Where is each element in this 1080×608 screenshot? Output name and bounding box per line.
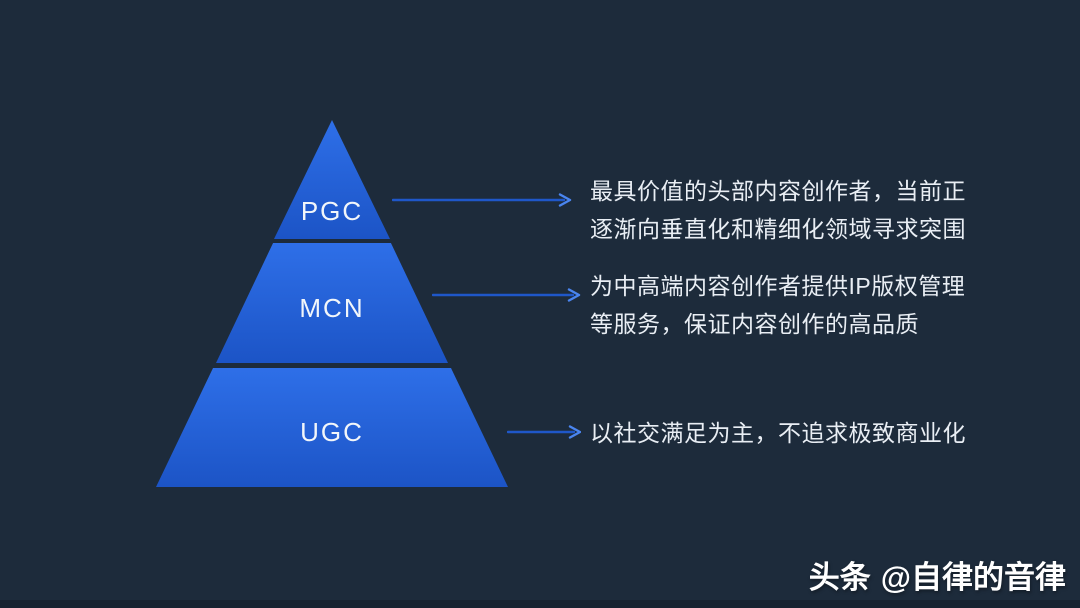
ugc-trapezoid-shape [156, 368, 508, 487]
mcn-description: 为中高端内容创作者提供IP版权管理 等服务，保证内容创作的高品质 [590, 267, 965, 343]
pyramid-tier-pgc: PGC [274, 120, 390, 239]
mcn-tier-label: MCN [299, 293, 365, 323]
ugc-description-line1: 以社交满足为主，不追求极致商业化 [590, 420, 966, 446]
mcn-description-line1: 为中高端内容创作者提供IP版权管理 [590, 273, 966, 299]
ugc-arrow-icon [507, 425, 581, 439]
watermark: 头条 @自律的音律 [809, 552, 1066, 597]
pgc-tier-label: PGC [300, 196, 364, 226]
watermark-handle: @自律的音律 [880, 560, 1066, 595]
ugc-description: 以社交满足为主，不追求极致商业化 [590, 414, 966, 452]
ugc-tier-label: UGC [300, 417, 364, 447]
pgc-description-line2: 逐渐向垂直化和精细化领域寻求突围 [590, 216, 966, 242]
watermark-brand: 头条 [808, 560, 871, 595]
pgc-description: 最具价值的头部内容创作者，当前正 逐渐向垂直化和精细化领域寻求突围 [590, 172, 966, 248]
bottom-edge-strip [0, 600, 1080, 608]
pyramid-tier-mcn: MCN [216, 243, 448, 363]
pyramid-tier-ugc: UGC [156, 368, 508, 487]
mcn-description-line2: 等服务，保证内容创作的高品质 [590, 311, 919, 337]
pgc-description-line1: 最具价值的头部内容创作者，当前正 [590, 178, 966, 204]
pgc-arrow-icon [392, 193, 572, 207]
mcn-arrow-icon [432, 288, 581, 302]
